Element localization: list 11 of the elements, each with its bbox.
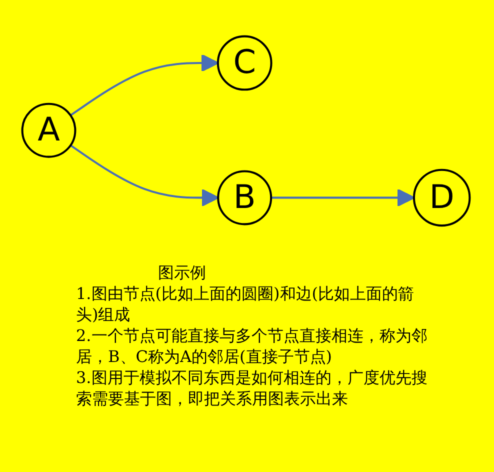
node-circle: D [412, 168, 471, 227]
node-circle: C [216, 35, 272, 91]
arrow [70, 144, 219, 207]
node-circle: A [21, 102, 76, 158]
note-text: 1.图由节点(比如上面的圆圈)和边(比如上面的箭头)组成 [76, 283, 415, 325]
arrow [70, 54, 219, 116]
note-text: 2.一个节点可能直接与多个节点直接相连，称为邻居，B、C称为A的邻居(直接子节点) [76, 325, 428, 367]
note-text: 3.图用于模拟不同东西是如何相连的，广度优先搜索需要基于图，即把关系用图表示出来 [76, 367, 428, 409]
arrow [271, 188, 415, 207]
node-circle: B [217, 170, 272, 226]
title: 图示例 [157, 262, 207, 283]
